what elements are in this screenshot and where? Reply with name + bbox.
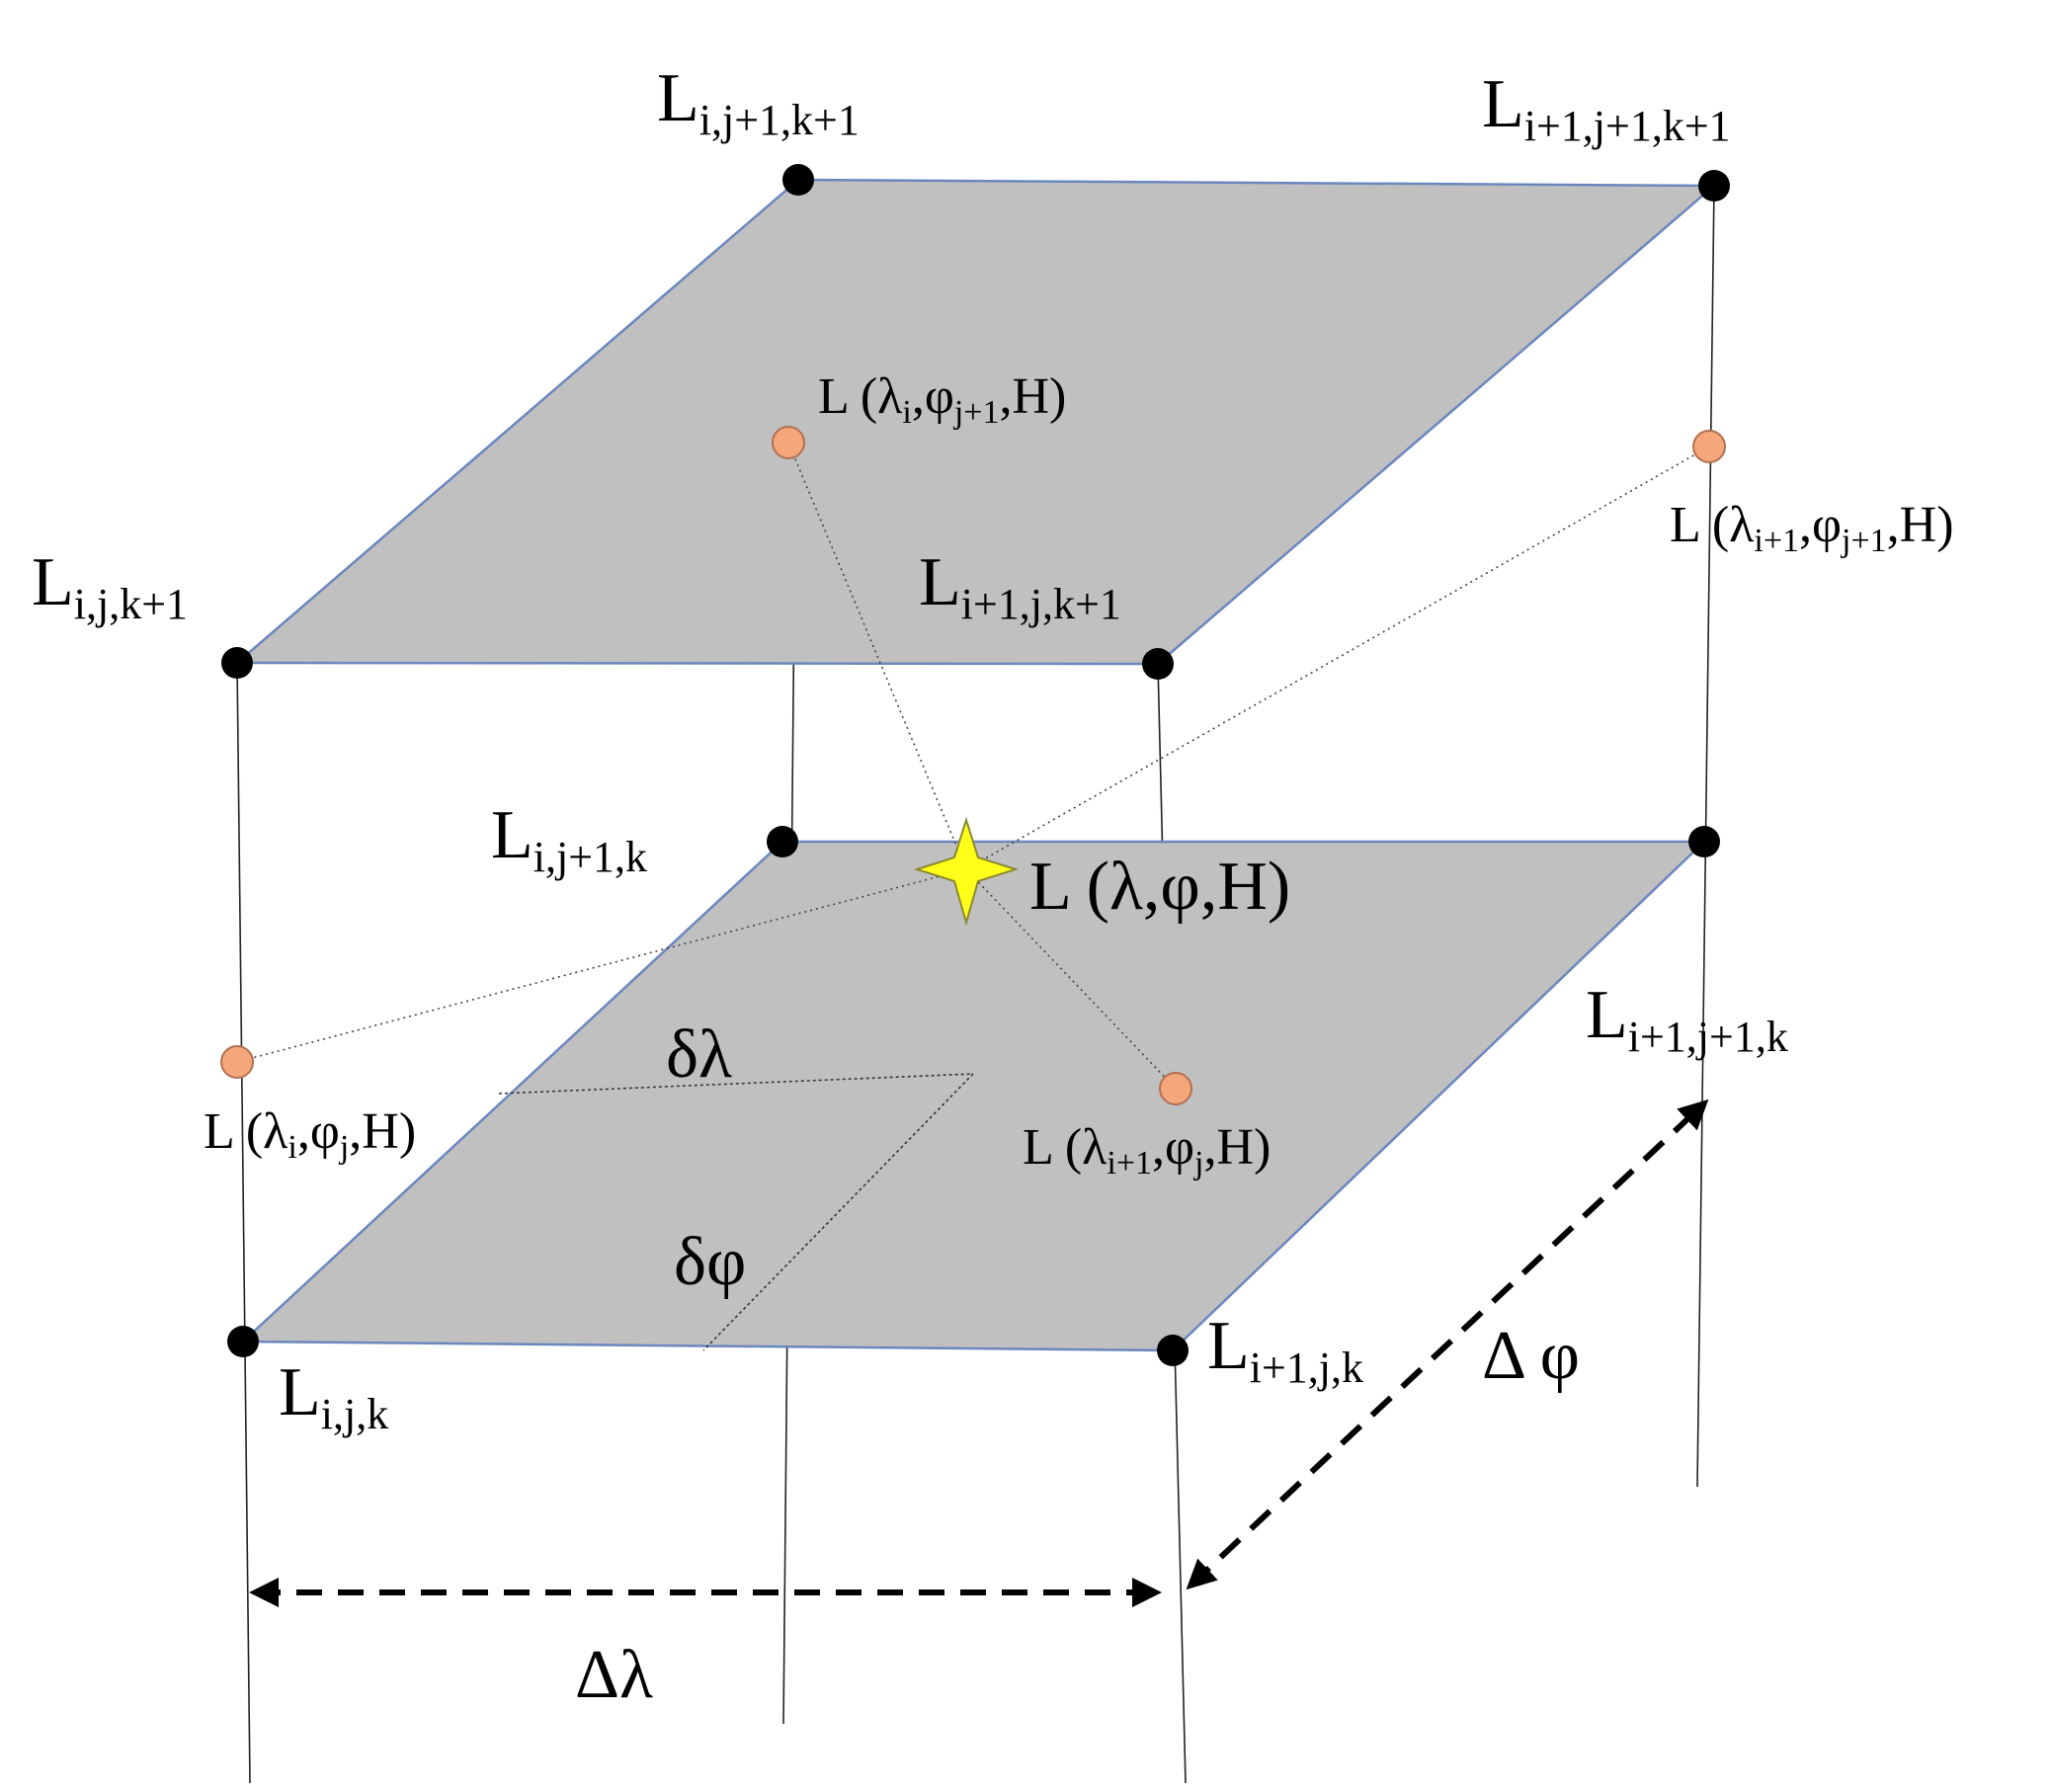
label-interp-i1-j1: L (λi+1,φj+1,H) (1670, 497, 1954, 559)
black-circle-icon (1688, 826, 1720, 857)
label-interp-i1-j: L (λi+1,φj,H) (1023, 1119, 1271, 1181)
grid-nodes (221, 164, 1730, 1366)
label-l-i-j1-k: Li,j+1,k (491, 797, 647, 881)
vertical-line-ij (236, 662, 251, 1784)
label-interp-i-j1: L (λi,φj+1,H) (818, 368, 1066, 431)
interpolated-nodes (220, 426, 1726, 1105)
label-l-i1-j1-k: Li+1,j+1,k (1586, 977, 1788, 1061)
orange-circle-icon (220, 1045, 254, 1079)
label-interp-i-j: L (λi,φj,H) (204, 1103, 416, 1166)
label-l-i1-j-k1: Li+1,j,k+1 (919, 544, 1121, 628)
orange-circle-icon (772, 426, 805, 459)
black-circle-icon (221, 647, 253, 679)
black-circle-icon (227, 1326, 259, 1357)
line-interp-i1-j1-to-target (965, 446, 1710, 870)
orange-circle-icon (1692, 430, 1726, 463)
black-circle-icon (1142, 648, 1174, 680)
delta-phi-arrow (1186, 1099, 1709, 1590)
black-circle-icon (1157, 1335, 1189, 1366)
label-l-i-j1-k1: Li,j+1,k+1 (657, 60, 860, 144)
black-circle-icon (767, 826, 798, 857)
black-circle-icon (782, 164, 814, 196)
line-interp-i-j1-to-target (787, 442, 967, 870)
interpolation-lines (236, 442, 1710, 1351)
delta-lambda-line (498, 1073, 974, 1095)
label-delta-big-phi: Δ φ (1482, 1318, 1580, 1394)
lower-plane-k (239, 840, 1708, 1352)
orange-circle-icon (1159, 1072, 1192, 1105)
black-circle-icon (1698, 170, 1730, 202)
label-target: L (λ,φ,H) (1029, 849, 1290, 925)
line-interp-i-j-to-target (236, 868, 967, 1063)
yellow-four-point-star-icon (913, 816, 1020, 927)
label-delta-small-phi: δφ (674, 1224, 746, 1300)
label-delta-big-lambda: Δλ (575, 1637, 653, 1713)
label-l-i-j-k: Li,j,k (279, 1354, 388, 1438)
delta-phi-line (702, 1073, 974, 1351)
label-l-i1-j1-k1: Li+1,j+1,k+1 (1482, 66, 1731, 150)
label-delta-small-lambda: δλ (666, 1017, 732, 1093)
label-l-i-j-k1: Li,j,k+1 (32, 544, 188, 628)
label-l-i1-j-k: Li+1,j,k (1207, 1308, 1363, 1392)
